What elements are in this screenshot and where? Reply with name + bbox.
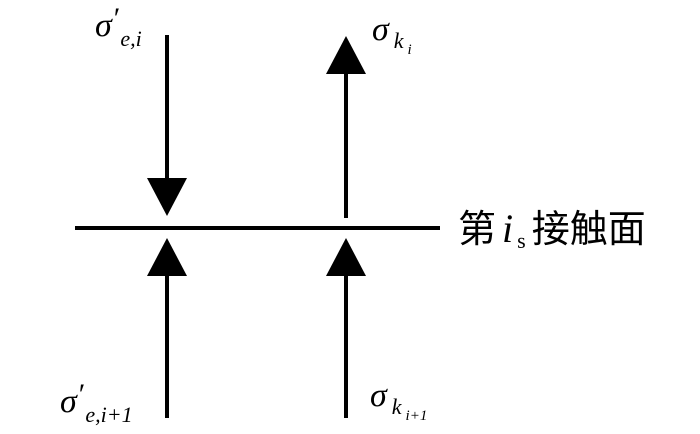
label-sigma-e-i1: σ ′ e,i+1 [60,378,133,427]
label-sigma-k-i1: σ k i+1 [370,377,427,424]
arrow-left-top-head [147,178,187,216]
arrow-left-bottom-head [147,238,187,276]
arrow-right-bottom-head [326,238,366,276]
label-sigma-e-i: σ ′ e,i [95,2,142,51]
arrow-right-top-head [326,36,366,74]
interface-label: 第 i s 接触面 [458,206,646,253]
label-sigma-k-i: σ k i [372,11,412,58]
